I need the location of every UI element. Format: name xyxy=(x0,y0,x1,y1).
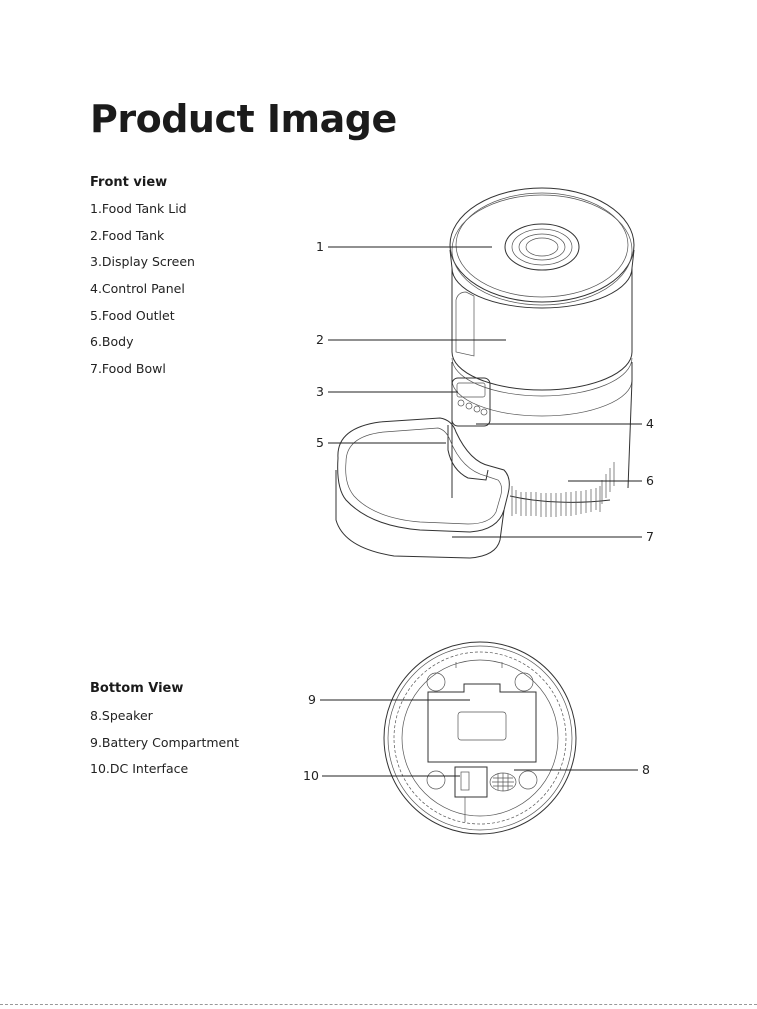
food-tank xyxy=(452,352,632,390)
callout-2: 2 xyxy=(316,334,324,347)
callout-7: 7 xyxy=(646,531,654,544)
battery-compartment xyxy=(428,684,536,762)
bottom-view-illustration xyxy=(384,642,576,834)
food-outlet xyxy=(448,425,488,480)
callout-4: 4 xyxy=(646,418,654,431)
page-bottom-border xyxy=(0,1004,757,1005)
callout-3: 3 xyxy=(316,386,324,399)
speaker xyxy=(490,773,516,791)
callout-6: 6 xyxy=(646,475,654,488)
callout-10: 10 xyxy=(303,770,319,783)
dc-interface xyxy=(455,767,487,797)
food-tank-lid xyxy=(450,188,634,302)
callout-5: 5 xyxy=(316,437,324,450)
callout-8: 8 xyxy=(642,764,650,777)
callout-1: 1 xyxy=(316,241,324,254)
callout-9: 9 xyxy=(308,694,316,707)
